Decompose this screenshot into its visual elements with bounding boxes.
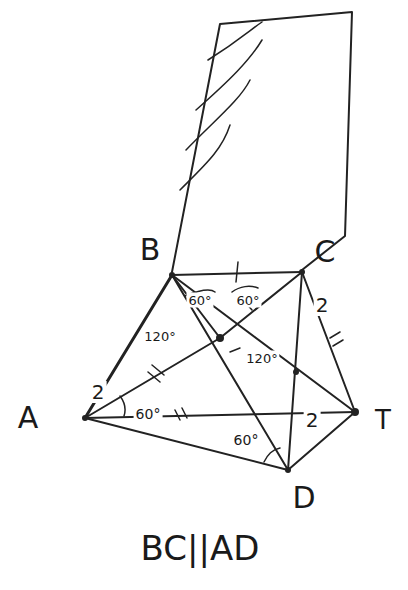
- segment-bo: [172, 275, 220, 338]
- angle-arcs: [120, 286, 280, 462]
- angle-label: 60°: [134, 406, 163, 422]
- length-label: 2: [304, 409, 321, 431]
- angle-label: 120°: [244, 351, 279, 366]
- point-label: T: [373, 406, 393, 434]
- length-label: 2: [314, 294, 331, 316]
- point: [82, 415, 88, 421]
- point: [285, 467, 291, 473]
- point: [293, 369, 299, 375]
- segment-ac: [85, 272, 302, 418]
- segment-td: [288, 412, 355, 470]
- point: [169, 272, 175, 278]
- angle-label: 120°: [142, 329, 177, 344]
- angle-label: 60°: [234, 293, 261, 308]
- point-label: C: [313, 236, 338, 268]
- segment-ad: [85, 418, 288, 470]
- upper-shape: [172, 12, 352, 272]
- segment-ab: [85, 275, 172, 418]
- length-label: 2: [90, 381, 107, 403]
- point-label: D: [290, 482, 317, 514]
- note-text: BC||AD: [139, 530, 262, 566]
- point: [299, 269, 305, 275]
- point-label: B: [138, 234, 163, 266]
- segment-bt: [172, 275, 355, 412]
- angle-label: 60°: [232, 432, 261, 448]
- point: [216, 334, 224, 342]
- point-label: A: [16, 402, 41, 434]
- scribble: [180, 22, 262, 190]
- angle-label: 60°: [186, 293, 213, 308]
- point: [351, 408, 359, 416]
- segment-bd: [172, 275, 288, 470]
